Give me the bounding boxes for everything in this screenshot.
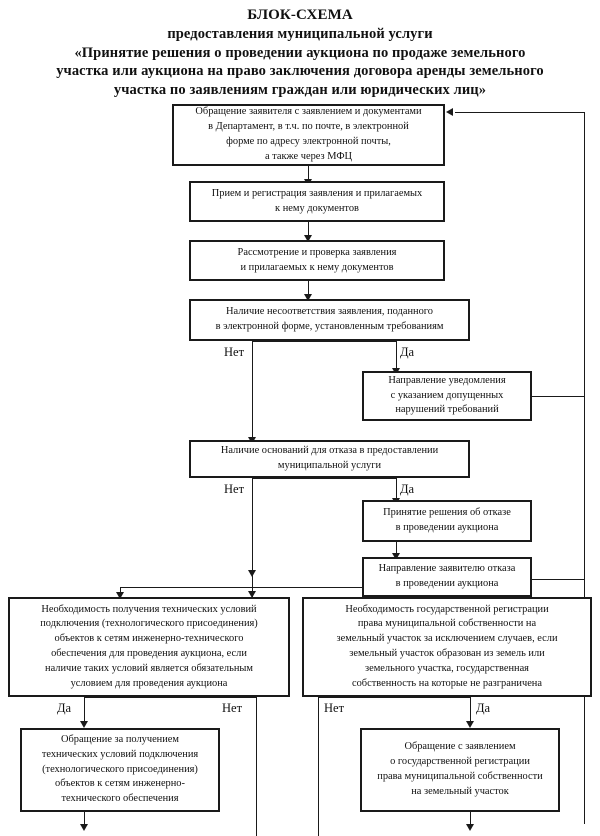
- node-label: Необходимость получения технических усло…: [40, 603, 258, 689]
- notification-to-rail-line: [532, 396, 584, 397]
- node-label: Направление уведомления с указанием допу…: [388, 374, 506, 416]
- branch-label-n6-yes: Да: [400, 482, 415, 496]
- node-label: Обращение с заявлением о государственной…: [377, 741, 543, 797]
- node-application-submission[interactable]: Обращение заявителя с заявлением и докум…: [172, 104, 445, 166]
- branch-label-n9-yes: Да: [57, 701, 72, 715]
- edge-n7-n8-line: [396, 542, 397, 556]
- branch-label-n10-no: Нет: [324, 701, 345, 715]
- node-review-and-verify[interactable]: Рассмотрение и проверка заявления и прил…: [189, 240, 445, 281]
- title-line-3: «Принятие решения о проведении аукциона …: [74, 44, 526, 61]
- bottom-distributor-bar: [120, 587, 391, 588]
- title-line-1: БЛОК-СХЕМА: [247, 7, 353, 23]
- n10-branch-bar: [318, 697, 470, 698]
- node-send-violation-notification[interactable]: Направление уведомления с указанием допу…: [362, 371, 532, 421]
- page-title: БЛОК-СХЕМА предоставления муниципальной …: [0, 6, 600, 99]
- branch-label-n4-no: Нет: [224, 345, 245, 359]
- node-receive-and-register[interactable]: Прием и регистрация заявления и прилагае…: [189, 181, 445, 222]
- n4-yes-line: [396, 341, 397, 370]
- n6-yes-line: [396, 478, 397, 500]
- return-rail-top-horizontal: [455, 112, 584, 113]
- node-apply-for-technical-conditions[interactable]: Обращение за получением технических усло…: [20, 728, 220, 812]
- n10-no-line: [318, 697, 319, 836]
- edge-n1-n2-line: [308, 166, 309, 181]
- edge-n7-n8-arrow: [391, 553, 400, 560]
- n10-yes-line: [470, 697, 471, 723]
- branch-label-n4-yes: Да: [400, 345, 415, 359]
- return-rail-arrow-into-start: [446, 107, 453, 116]
- n9-branch-bar: [84, 697, 256, 698]
- node-send-refusal-to-applicant[interactable]: Направление заявителю отказа в проведени…: [362, 557, 532, 597]
- node-label: Наличие оснований для отказа в предостав…: [220, 445, 439, 471]
- n11-output-line: [84, 812, 85, 826]
- node-label: Обращение заявителя с заявлением и докум…: [195, 106, 422, 162]
- n11-output-arrow: [79, 824, 88, 831]
- branch-label-n10-yes: Да: [476, 701, 491, 715]
- n9-no-line: [256, 697, 257, 836]
- node-label: Направление заявителю отказа в проведени…: [378, 563, 516, 589]
- node-check-electronic-form-compliance[interactable]: Наличие несоответствия заявления, поданн…: [189, 299, 470, 341]
- node-decision-to-refuse-auction[interactable]: Принятие решения об отказе в проведении …: [362, 500, 532, 542]
- n6-no-arrow-into-n9: [247, 591, 256, 598]
- node-label: Принятие решения об отказе в проведении …: [383, 507, 511, 533]
- edge-n2-n3-arrow: [303, 235, 312, 242]
- n6-no-line: [252, 478, 253, 588]
- edge-n3-n4-arrow: [303, 294, 312, 301]
- edge-n3-n4-line: [308, 281, 309, 297]
- branch-label-n6-no: Нет: [224, 482, 245, 496]
- node-apply-for-state-registration[interactable]: Обращение с заявлением о государственной…: [360, 728, 560, 812]
- node-label: Необходимость государственной регистраци…: [336, 603, 558, 689]
- node-check-refusal-grounds[interactable]: Наличие оснований для отказа в предостав…: [189, 440, 470, 478]
- node-need-technical-conditions[interactable]: Необходимость получения технических усло…: [8, 597, 290, 697]
- title-line-4: участка или аукциона на право заключения…: [56, 63, 544, 80]
- bottom-distributor-left-arrow: [115, 592, 124, 599]
- n4-no-line: [252, 341, 253, 439]
- n9-yes-line: [84, 697, 85, 723]
- n9-yes-arrow: [79, 721, 88, 728]
- node-label: Рассмотрение и проверка заявления и прил…: [237, 246, 397, 273]
- node-need-state-registration[interactable]: Необходимость государственной регистраци…: [302, 597, 592, 697]
- title-line-5: участка по заявлениям граждан или юридич…: [113, 81, 487, 98]
- title-line-2: предоставления муниципальной услуги: [167, 26, 433, 43]
- refusal-to-rail-line: [532, 579, 584, 580]
- node-label: Наличие несоответствия заявления, поданн…: [215, 306, 444, 332]
- branch-label-n9-no: Нет: [222, 701, 243, 715]
- n10-yes-arrow: [465, 721, 474, 728]
- node-label: Обращение за получением технических усло…: [41, 734, 199, 805]
- return-rail-vertical: [584, 112, 585, 824]
- edge-n2-n3-line: [308, 222, 309, 237]
- n12-output-line: [470, 812, 471, 826]
- n4-branch-bar: [252, 341, 396, 342]
- n12-output-arrow: [465, 824, 474, 831]
- n6-no-arrow-upper: [247, 570, 256, 577]
- n6-branch-bar: [252, 478, 396, 479]
- node-label: Прием и регистрация заявления и прилагае…: [211, 187, 423, 214]
